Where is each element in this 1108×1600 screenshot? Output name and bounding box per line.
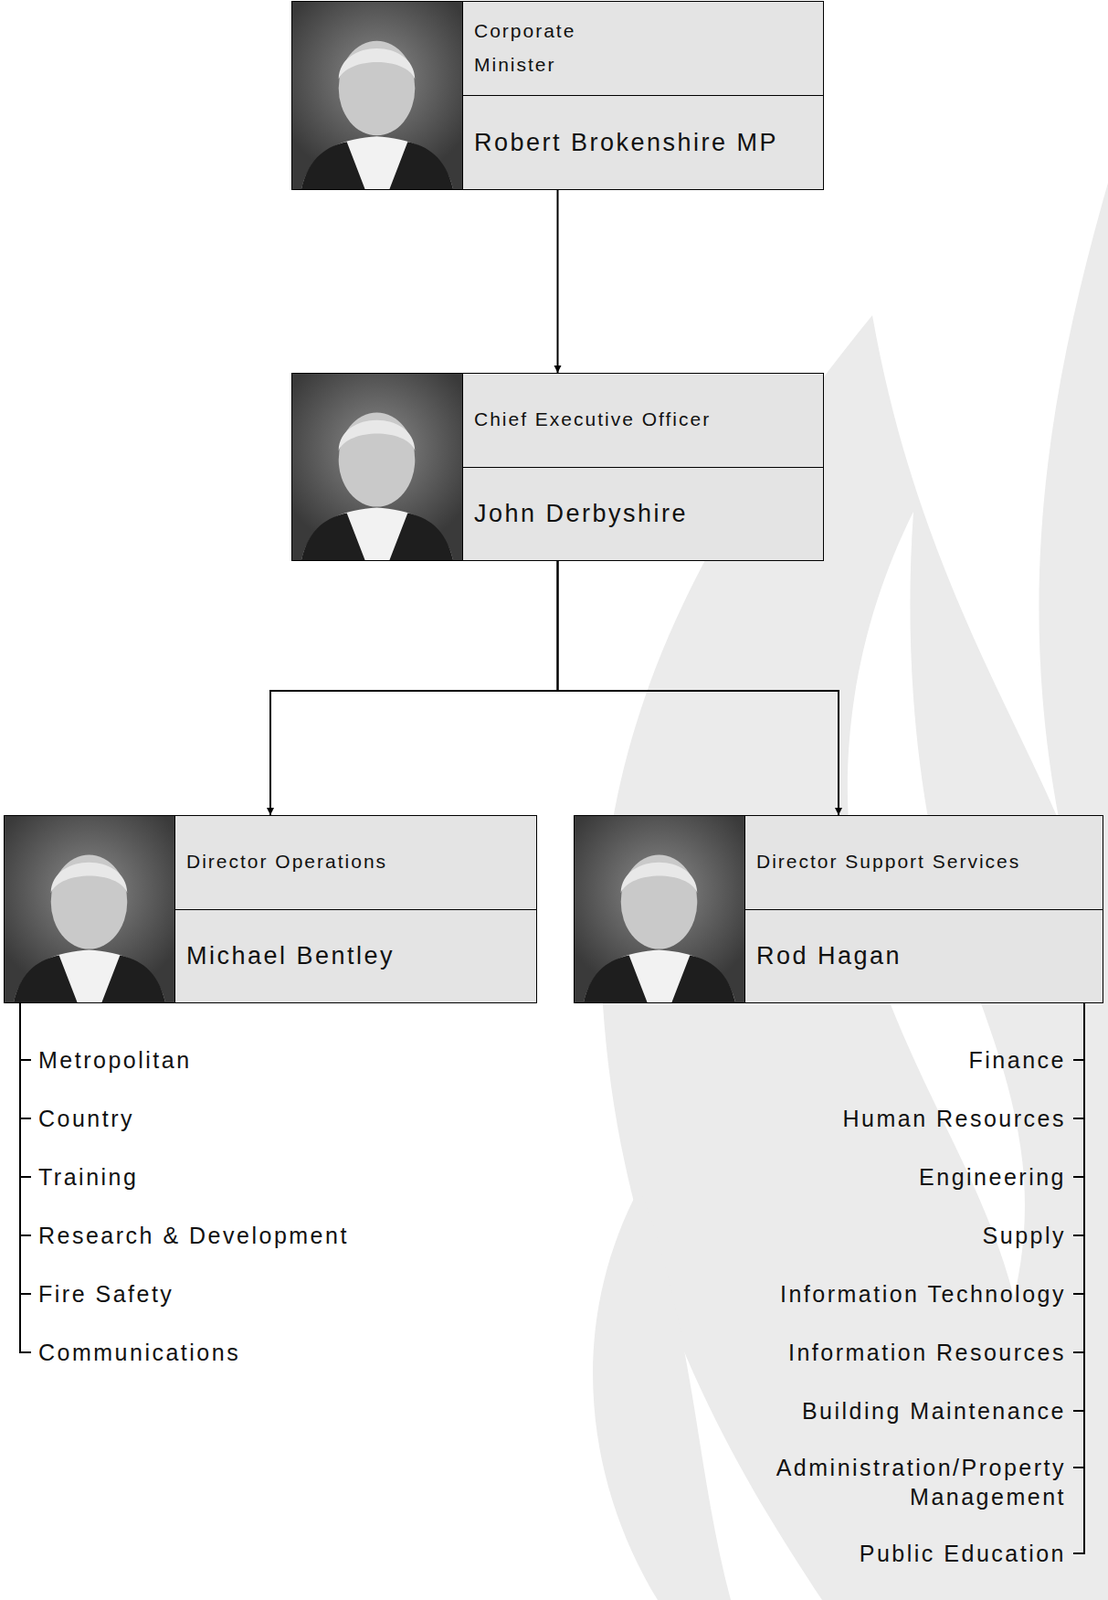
portrait-photo [4,815,176,1003]
section-label: Information Resources [788,1337,1066,1367]
portrait-photo [574,815,746,1003]
bracket-line [20,1002,32,1352]
reporting-arrow [558,560,840,815]
flame-shape [592,1187,731,1600]
job-title: Corporate Minister [474,14,612,83]
section-label: Supply [982,1220,1066,1250]
bracket-line [1073,1002,1085,1553]
portrait-photo [292,1,464,190]
section-label: Finance [969,1044,1066,1075]
person-box: Corporate MinisterRobert Brokenshire MP [291,0,824,190]
section-label: Building Maintenance [801,1395,1066,1425]
person-box: Chief Executive OfficerJohn Derbyshire [291,372,824,561]
person-box: Director Support ServicesRod Hagan [573,814,1104,1003]
person-box: Director OperationsMichael Bentley [3,814,538,1003]
section-label: Training [38,1161,138,1192]
section-label: Country [38,1103,135,1133]
section-label: Public Education [859,1538,1066,1568]
job-title: Director Operations [186,844,388,879]
section-label: Human Resources [842,1103,1066,1133]
person-name: John Derbyshire [474,499,688,528]
reporting-arrow [270,560,559,815]
job-title: Chief Executive Officer [474,402,711,437]
section-label: Metropolitan [38,1044,192,1075]
section-label: Communications [38,1337,241,1367]
person-name: Robert Brokenshire MP [474,128,779,158]
section-label: Engineering [918,1161,1066,1192]
portrait-photo [292,373,464,560]
section-label: Fire Safety [38,1278,174,1309]
section-label: Information Technology [780,1278,1066,1309]
reporting-arrow [557,189,560,373]
person-name: Rod Hagan [756,941,902,971]
job-title: Director Support Services [756,844,1021,879]
section-label: Research & Development [38,1220,349,1250]
person-name: Michael Bentley [186,941,395,971]
section-label: Administration/Property Management [654,1452,1066,1511]
